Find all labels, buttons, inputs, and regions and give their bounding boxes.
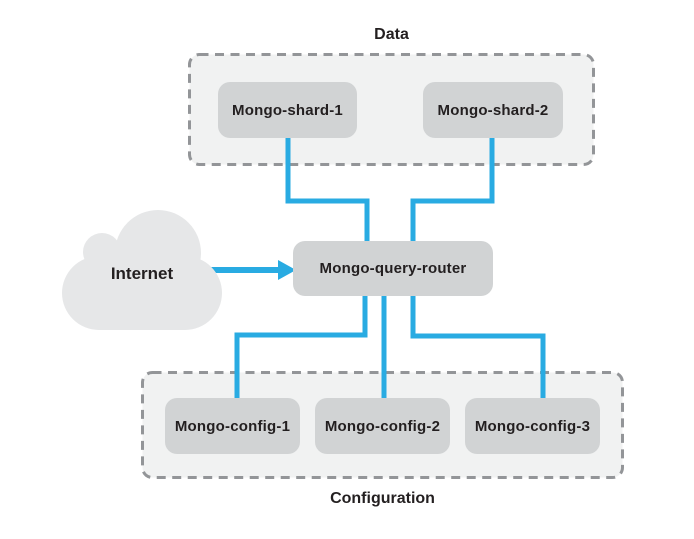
edge-shard1-to-router [285, 138, 370, 242]
edge-shard2-to-router [410, 138, 495, 242]
cloud-icon [62, 210, 222, 330]
node-mongo-config-3: Mongo-config-3 [465, 398, 600, 454]
node-mongo-query-router: Mongo-query-router [293, 241, 493, 296]
node-mongo-config-2: Mongo-config-2 [315, 398, 450, 454]
node-mongo-config-1: Mongo-config-1 [165, 398, 300, 454]
arrow-head-icon [278, 260, 296, 280]
internet-label: Internet [110, 264, 174, 283]
data-group-label: Data [374, 26, 409, 43]
node-mongo-shard-2: Mongo-shard-2 [423, 82, 563, 138]
edge-router-to-config1 [234, 296, 368, 398]
configuration-group-label: Configuration [330, 490, 435, 507]
node-mongo-shard-1: Mongo-shard-1 [218, 82, 357, 138]
edge-router-to-config3 [410, 296, 546, 398]
